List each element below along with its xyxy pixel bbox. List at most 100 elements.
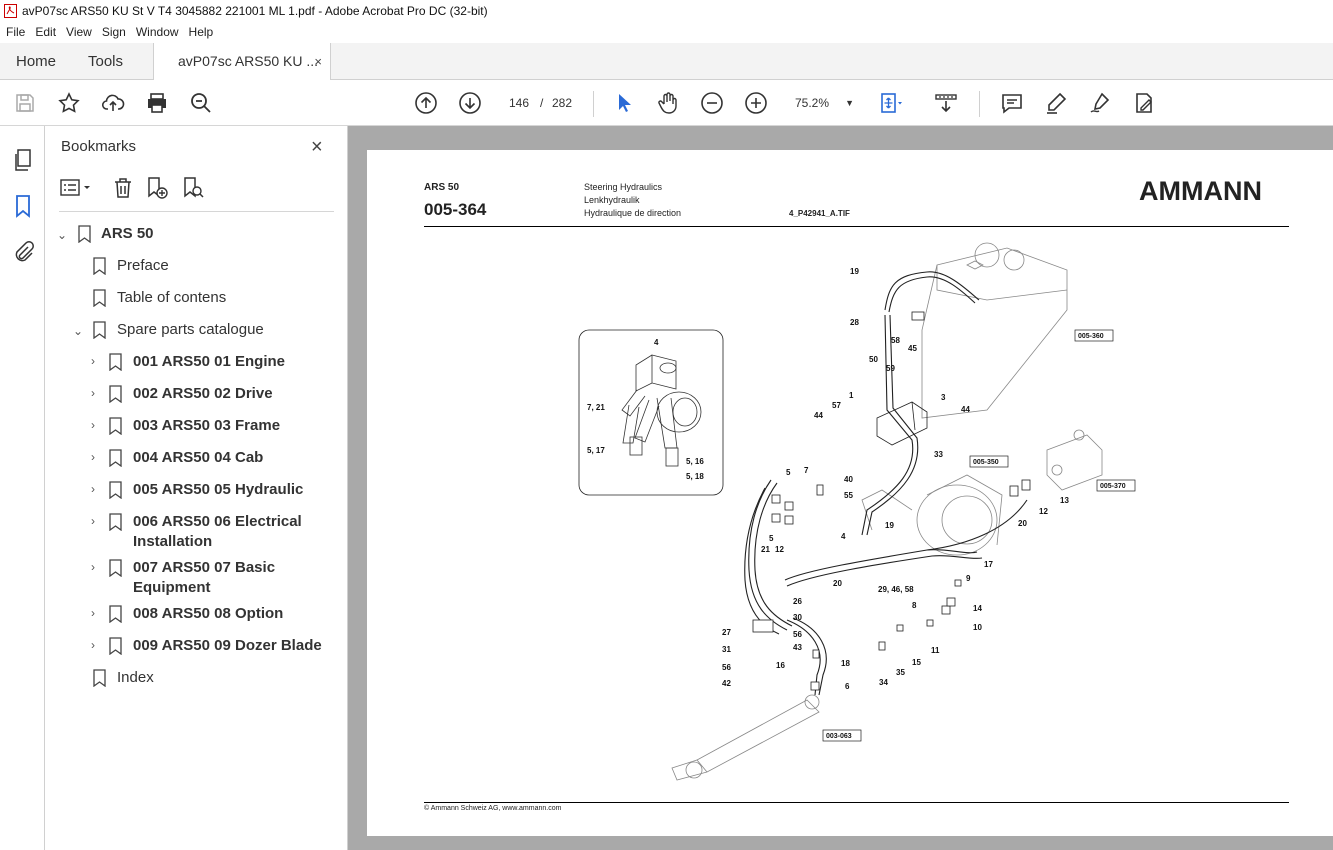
find-bookmark-icon[interactable] bbox=[181, 176, 204, 200]
callout-label: 13 bbox=[1060, 496, 1069, 505]
page-model: ARS 50 bbox=[424, 182, 460, 193]
chevron-down-icon[interactable]: ⌄ bbox=[57, 228, 68, 242]
callout-label: 16 bbox=[776, 661, 785, 670]
menu-view[interactable]: View bbox=[66, 25, 92, 39]
bookmark-005-hydraulic[interactable]: 005 ARS50 05 Hydraulic bbox=[133, 481, 304, 498]
detail-inset-box bbox=[578, 329, 724, 496]
bookmark-006-electrical[interactable]: 006 ARS50 06 Electrical bbox=[133, 513, 302, 530]
zoom-search-icon[interactable] bbox=[189, 91, 213, 115]
callout-label: 3 bbox=[941, 393, 946, 402]
draw-sign-icon[interactable] bbox=[1088, 91, 1112, 115]
bookmark-007-basic-equipment-line2[interactable]: Equipment bbox=[133, 579, 211, 596]
callout-label: 56 bbox=[793, 630, 802, 639]
page-title-fr: Hydraulique de direction bbox=[584, 208, 682, 218]
delete-trash-icon[interactable] bbox=[111, 176, 133, 200]
tab-tools[interactable]: Tools bbox=[88, 53, 124, 70]
fill-sign-icon[interactable] bbox=[1132, 91, 1156, 115]
menu-file[interactable]: File bbox=[6, 25, 26, 39]
hand-tool-icon[interactable] bbox=[656, 91, 680, 115]
callout-label: 5, 18 bbox=[686, 472, 704, 481]
steering-unit-detail bbox=[621, 354, 702, 467]
bookmark-spare-parts-catalogue[interactable]: Spare parts catalogue bbox=[117, 321, 264, 338]
header-rule bbox=[424, 226, 1289, 227]
bookmark-ribbon-icon bbox=[109, 513, 122, 531]
chevron-right-icon[interactable]: › bbox=[91, 354, 95, 368]
chevron-right-icon[interactable]: › bbox=[91, 514, 95, 528]
page-thumbnails-icon[interactable] bbox=[11, 148, 35, 172]
tab-home[interactable]: Home bbox=[16, 53, 57, 70]
tab-close-icon[interactable]: × bbox=[314, 54, 322, 69]
bookmark-options-icon[interactable] bbox=[59, 176, 95, 200]
bookmark-ribbon-icon bbox=[109, 449, 122, 467]
bookmark-008-option[interactable]: 008 ARS50 08 Option bbox=[133, 605, 284, 622]
attachment-paperclip-icon[interactable] bbox=[11, 240, 35, 264]
chevron-down-icon: ▼ bbox=[845, 98, 854, 108]
callout-label: 9 bbox=[966, 574, 971, 583]
page-fit-icon[interactable] bbox=[878, 91, 902, 115]
zoom-out-icon[interactable] bbox=[700, 91, 724, 115]
zoom-level-dropdown[interactable]: 75.2% ▼ bbox=[788, 91, 860, 115]
menu-help[interactable]: Help bbox=[188, 25, 214, 39]
chevron-right-icon[interactable]: › bbox=[91, 638, 95, 652]
callout-label: 45 bbox=[908, 344, 917, 353]
bookmark-004-cab[interactable]: 004 ARS50 04 Cab bbox=[133, 449, 264, 466]
chevron-right-icon[interactable]: › bbox=[91, 560, 95, 574]
highlight-pen-icon[interactable] bbox=[1044, 91, 1068, 115]
callout-label: 33 bbox=[934, 450, 943, 459]
tab-document[interactable]: avP07sc ARS50 KU ... × bbox=[153, 43, 331, 81]
bookmark-preface[interactable]: Preface bbox=[117, 257, 169, 274]
zoom-in-icon[interactable] bbox=[744, 91, 768, 115]
page-total: 282 bbox=[552, 96, 573, 110]
main-toolbar: 146 / 282 75.2% ▼ bbox=[0, 80, 1333, 126]
select-cursor-icon[interactable] bbox=[612, 91, 636, 115]
next-page-icon[interactable] bbox=[458, 91, 482, 115]
new-bookmark-icon[interactable] bbox=[145, 176, 168, 200]
bookmarks-title: Bookmarks bbox=[61, 138, 137, 155]
bookmark-panel-icon[interactable] bbox=[11, 194, 35, 218]
callout-label: 50 bbox=[869, 355, 878, 364]
page-number-input[interactable]: 146 bbox=[500, 91, 538, 115]
bookmark-001-engine[interactable]: 001 ARS50 01 Engine bbox=[133, 353, 286, 370]
previous-page-icon[interactable] bbox=[414, 91, 438, 115]
chevron-right-icon[interactable]: › bbox=[91, 606, 95, 620]
bookmark-007-basic-equipment[interactable]: 007 ARS50 07 Basic bbox=[133, 559, 276, 576]
callout-label: 5 bbox=[786, 468, 791, 477]
callout-label: 58 bbox=[891, 336, 900, 345]
chevron-right-icon[interactable]: › bbox=[91, 450, 95, 464]
save-icon[interactable] bbox=[13, 91, 37, 115]
steering-cylinder bbox=[671, 694, 820, 781]
chevron-right-icon[interactable]: › bbox=[91, 482, 95, 496]
bookmark-006-electrical-line2[interactable]: Installation bbox=[133, 533, 213, 550]
callout-label: 40 bbox=[844, 475, 853, 484]
callout-label: 8 bbox=[912, 601, 917, 610]
bookmark-002-drive[interactable]: 002 ARS50 02 Drive bbox=[133, 385, 273, 402]
star-icon[interactable] bbox=[57, 91, 81, 115]
page-footer: © Ammann Schweiz AG, www.ammann.com bbox=[424, 805, 562, 812]
close-icon[interactable]: × bbox=[311, 136, 323, 158]
bookmark-index[interactable]: Index bbox=[117, 669, 154, 686]
toolbar-divider bbox=[979, 91, 980, 117]
callout-label: 30 bbox=[793, 613, 802, 622]
chevron-down-icon[interactable]: ⌄ bbox=[73, 324, 84, 338]
callout-label: 29, 46, 58 bbox=[878, 585, 914, 594]
bookmark-ars50[interactable]: ARS 50 bbox=[101, 225, 154, 242]
document-viewport[interactable]: ARS 50 005-364 Steering Hydraulics Lenkh… bbox=[348, 126, 1333, 850]
comment-icon[interactable] bbox=[1000, 91, 1024, 115]
print-icon[interactable] bbox=[145, 91, 169, 115]
chevron-right-icon[interactable]: › bbox=[91, 418, 95, 432]
bookmark-ribbon-icon bbox=[109, 559, 122, 577]
page-title-en: Steering Hydraulics bbox=[584, 182, 663, 192]
scroll-mode-icon[interactable] bbox=[934, 91, 958, 115]
menu-window[interactable]: Window bbox=[135, 25, 179, 39]
chevron-right-icon[interactable]: › bbox=[91, 386, 95, 400]
bookmark-009-dozer-blade[interactable]: 009 ARS50 09 Dozer Blade bbox=[133, 637, 322, 654]
callout-label: 4 bbox=[841, 532, 846, 541]
callout-label: 18 bbox=[841, 659, 850, 668]
bookmark-003-frame[interactable]: 003 ARS50 03 Frame bbox=[133, 417, 281, 434]
upload-cloud-icon[interactable] bbox=[101, 91, 125, 115]
menu-sign[interactable]: Sign bbox=[101, 25, 126, 39]
bookmark-table-of-contents[interactable]: Table of contens bbox=[117, 289, 227, 306]
bookmark-ribbon-icon bbox=[78, 225, 91, 243]
callout-label: 57 bbox=[832, 401, 841, 410]
menu-edit[interactable]: Edit bbox=[35, 25, 57, 39]
